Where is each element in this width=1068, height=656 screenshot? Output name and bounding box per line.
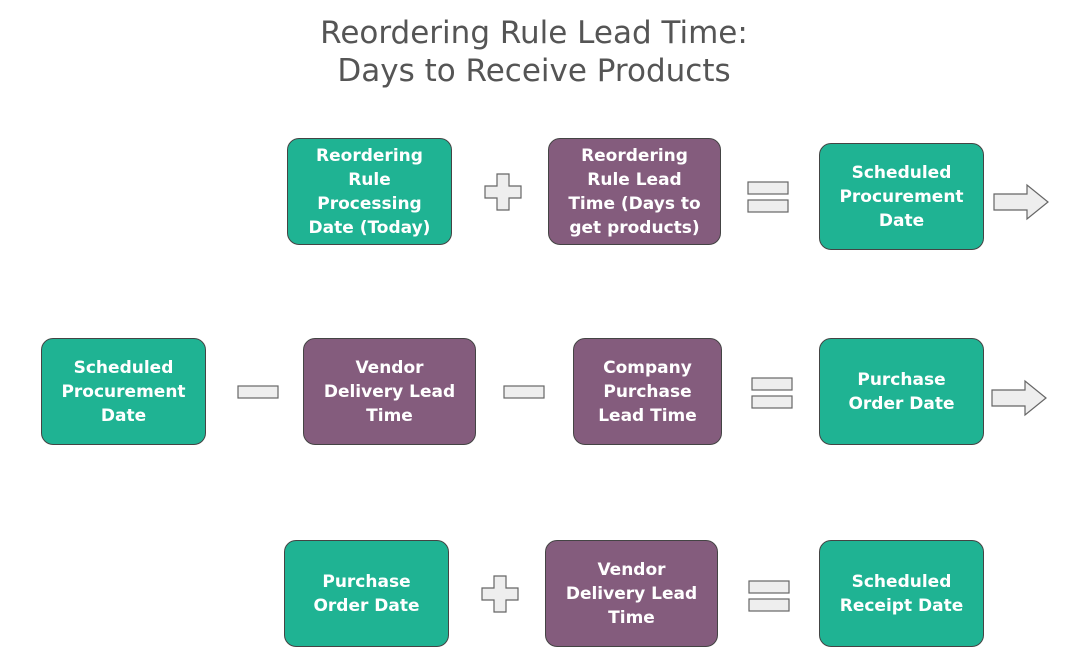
box-label: Scheduled Procurement Date bbox=[839, 162, 964, 231]
box-label: Scheduled Procurement Date bbox=[61, 357, 186, 426]
box-label: Purchase Order Date bbox=[848, 369, 955, 414]
box-label: Purchase Order Date bbox=[313, 571, 420, 616]
box-label: Reordering Rule Processing Date (Today) bbox=[308, 145, 431, 238]
box-label: Vendor Delivery Lead Time bbox=[565, 559, 698, 628]
box-scheduled-procurement-date: Scheduled Procurement Date bbox=[41, 338, 206, 445]
plus-icon bbox=[484, 173, 522, 211]
box-label: Scheduled Receipt Date bbox=[839, 571, 964, 616]
equals-icon bbox=[748, 580, 790, 612]
arrow-right-icon bbox=[993, 183, 1049, 221]
box-reordering-lead-time: Reordering Rule Lead Time (Days to get p… bbox=[548, 138, 721, 245]
box-company-purchase-lead-time: Company Purchase Lead Time bbox=[573, 338, 722, 445]
title-line-2: Days to Receive Products bbox=[337, 53, 731, 89]
plus-icon bbox=[481, 575, 519, 613]
box-scheduled-receipt-date: Scheduled Receipt Date bbox=[819, 540, 984, 647]
box-vendor-delivery-lead-time: Vendor Delivery Lead Time bbox=[303, 338, 476, 445]
box-purchase-order-date: Purchase Order Date bbox=[284, 540, 449, 647]
arrow-right-icon bbox=[991, 379, 1047, 417]
minus-icon bbox=[503, 385, 545, 399]
box-label: Vendor Delivery Lead Time bbox=[323, 357, 456, 426]
title-line-1: Reordering Rule Lead Time: bbox=[320, 15, 748, 51]
minus-icon bbox=[237, 385, 279, 399]
box-label: Reordering Rule Lead Time (Days to get p… bbox=[568, 145, 701, 238]
diagram-title: Reordering Rule Lead Time: Days to Recei… bbox=[0, 14, 1068, 90]
box-purchase-order-date: Purchase Order Date bbox=[819, 338, 984, 445]
equals-icon bbox=[751, 377, 793, 409]
box-scheduled-procurement-date: Scheduled Procurement Date bbox=[819, 143, 984, 250]
box-label: Company Purchase Lead Time bbox=[598, 357, 697, 426]
box-processing-date: Reordering Rule Processing Date (Today) bbox=[287, 138, 452, 245]
box-vendor-delivery-lead-time: Vendor Delivery Lead Time bbox=[545, 540, 718, 647]
equals-icon bbox=[747, 181, 789, 213]
